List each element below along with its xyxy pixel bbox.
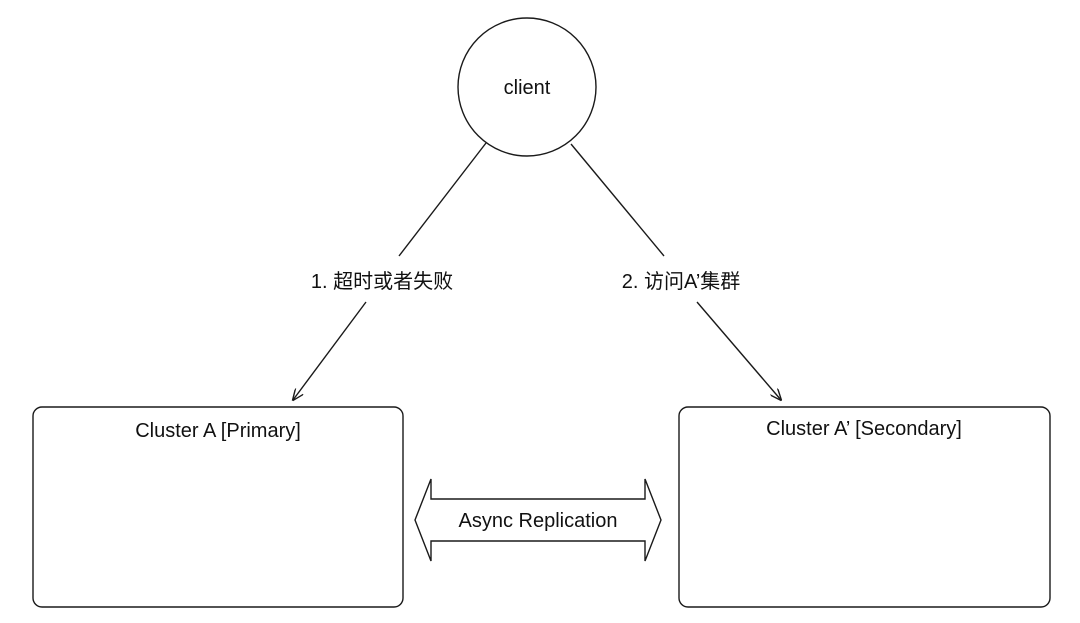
edge-client-to-primary <box>293 142 487 400</box>
cluster-secondary-box <box>678 406 1051 608</box>
replication-label: Async Replication <box>458 510 618 532</box>
edge-label-timeout-or-failure: 1. 超时或者失败 <box>310 271 454 293</box>
cluster-secondary-title: Cluster A’ [Secondary] <box>766 418 962 440</box>
edge-client-to-secondary <box>570 143 781 400</box>
edge-label-access-secondary: 2. 访问A’集群 <box>621 271 741 293</box>
cluster-primary-title: Cluster A [Primary] <box>135 420 301 442</box>
cluster-primary-box <box>32 406 404 608</box>
client-node <box>457 17 597 157</box>
client-label: client <box>503 77 551 99</box>
replication-double-arrow <box>414 478 662 562</box>
